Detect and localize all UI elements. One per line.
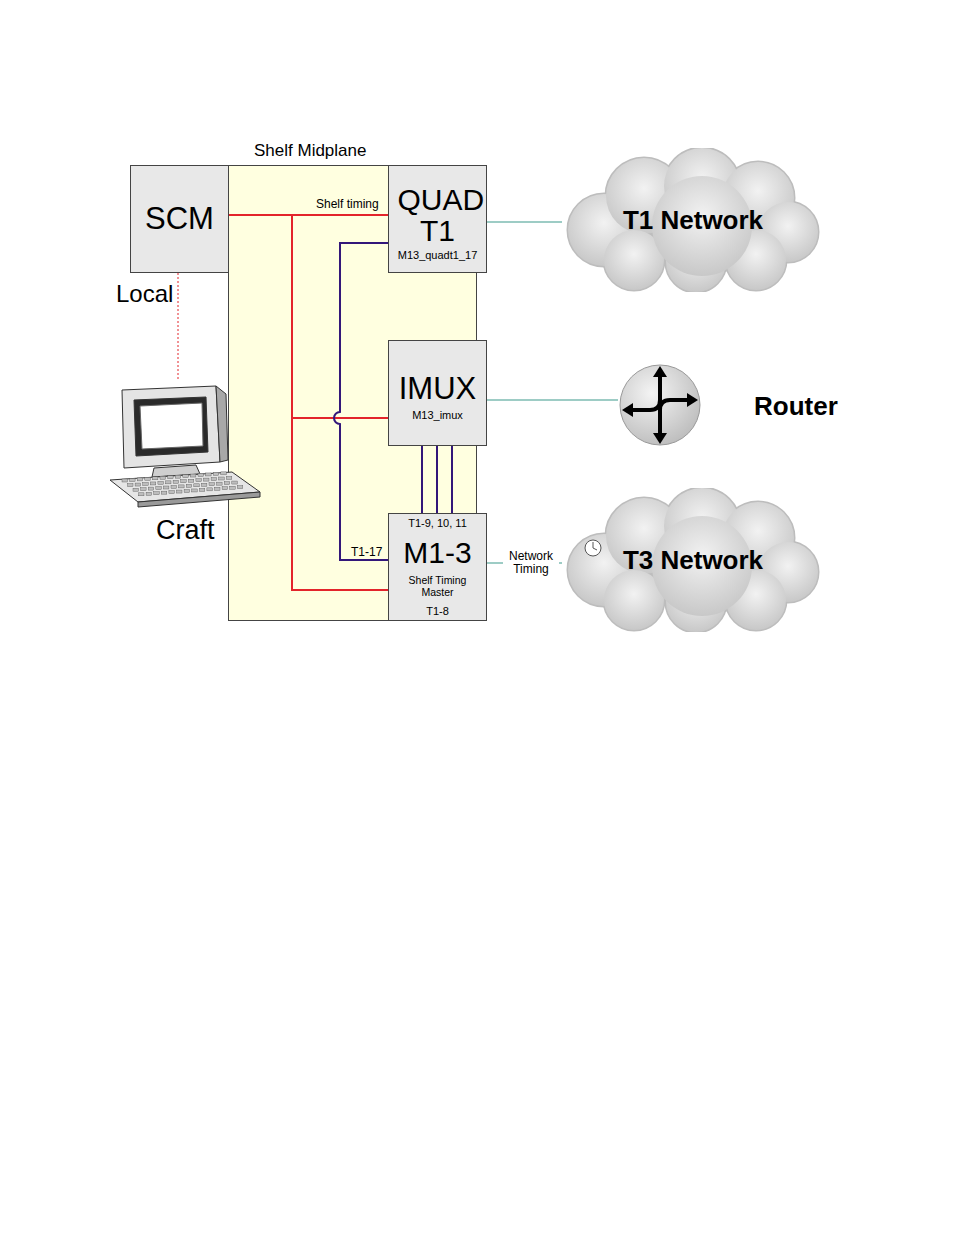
scm-box-text: SCM [145, 201, 214, 237]
key [177, 490, 183, 493]
key [201, 483, 207, 486]
t1-network-cloud-text: T1 Network [623, 205, 763, 235]
key [169, 491, 175, 494]
key [156, 487, 162, 490]
key [190, 474, 196, 477]
key [139, 493, 145, 496]
key [158, 481, 164, 484]
key [160, 476, 166, 479]
key [130, 478, 136, 481]
key [232, 481, 238, 484]
router-arrows [630, 374, 690, 436]
key [186, 484, 192, 487]
key [204, 478, 210, 481]
shelf-midplane-text: Shelf Midplane [254, 141, 366, 161]
key [161, 491, 167, 494]
key [171, 485, 177, 488]
key [222, 487, 228, 490]
key [206, 473, 212, 476]
m1-3-card-text: Shelf Timing Master [398, 574, 478, 598]
key [226, 476, 232, 479]
key [181, 480, 187, 483]
connector-wire [451, 446, 453, 513]
key [168, 476, 174, 479]
router-symbol: Router [618, 362, 846, 450]
key [194, 484, 200, 487]
key [230, 486, 236, 489]
key [173, 480, 179, 483]
t3-network-cloud-text: T3 Network [623, 545, 763, 575]
connector-wire [487, 399, 618, 400]
key [137, 478, 143, 481]
scm-box: SCM [130, 165, 229, 273]
connector-label: Local [116, 281, 173, 307]
key [150, 482, 156, 485]
key [199, 488, 205, 491]
key [184, 490, 190, 493]
imux-card-text: IMUX [399, 371, 477, 407]
m1-3-card-text: M1-3 [403, 537, 471, 568]
connector-wire [487, 221, 562, 222]
quad-t1-card-text: QUAD T1 [398, 184, 478, 246]
key [148, 487, 154, 490]
key [188, 479, 194, 482]
key [237, 486, 243, 489]
key [183, 475, 189, 478]
craft-terminal: Craft [104, 380, 264, 546]
key [135, 483, 141, 486]
key [163, 486, 169, 489]
key [154, 492, 160, 495]
connector-label: Network Timing [503, 549, 559, 577]
key [141, 488, 147, 491]
key [166, 481, 172, 484]
key [213, 472, 219, 475]
key [209, 483, 215, 486]
key [198, 474, 204, 477]
connector-wire [229, 215, 388, 418]
key [217, 482, 223, 485]
key [224, 482, 230, 485]
key [179, 485, 185, 488]
connector-wire [436, 446, 438, 513]
m1-3-card: T1-9, 10, 11 M1-3Shelf Timing MasterT1-8 [388, 513, 487, 621]
t3-network-cloud: T3 Network [562, 488, 824, 632]
router-arrowheads [622, 366, 698, 444]
clock-icon [585, 540, 601, 556]
connector-wire [334, 243, 388, 560]
key [207, 488, 213, 491]
connector-wire [421, 446, 423, 513]
key [146, 492, 152, 495]
connector-wire [178, 273, 179, 380]
key [143, 483, 149, 486]
t1-network-cloud: T1 Network [562, 148, 824, 292]
connector-label: Shelf timing [316, 198, 379, 211]
connector-wire [229, 215, 388, 590]
imux-card-text: M13_imux [412, 409, 463, 422]
quad-t1-card-text: M13_quadt1_17 [398, 249, 478, 262]
computer-drawing [110, 386, 260, 507]
imux-card: IMUX M13_imux [388, 340, 487, 446]
router-body [620, 365, 700, 445]
key [145, 477, 151, 480]
key [211, 478, 217, 481]
key [122, 479, 128, 482]
key [128, 484, 134, 487]
m1-3-card-text: T1-8 [426, 605, 449, 618]
key [215, 487, 221, 490]
key [152, 477, 158, 480]
quad-t1-card: QUAD T1 M13_quadt1_17 [388, 165, 487, 273]
m1-3-card-text: T1-9, 10, 11 [408, 517, 467, 530]
craft-terminal-text: Craft [156, 515, 264, 546]
connector-label: T1-17 [351, 546, 382, 559]
key [192, 489, 198, 492]
key [219, 477, 225, 480]
key [175, 475, 181, 478]
key [196, 479, 202, 482]
router-symbol-text: Router [754, 391, 838, 421]
connector-wire [229, 214, 388, 216]
key [133, 488, 139, 491]
key [221, 472, 227, 475]
